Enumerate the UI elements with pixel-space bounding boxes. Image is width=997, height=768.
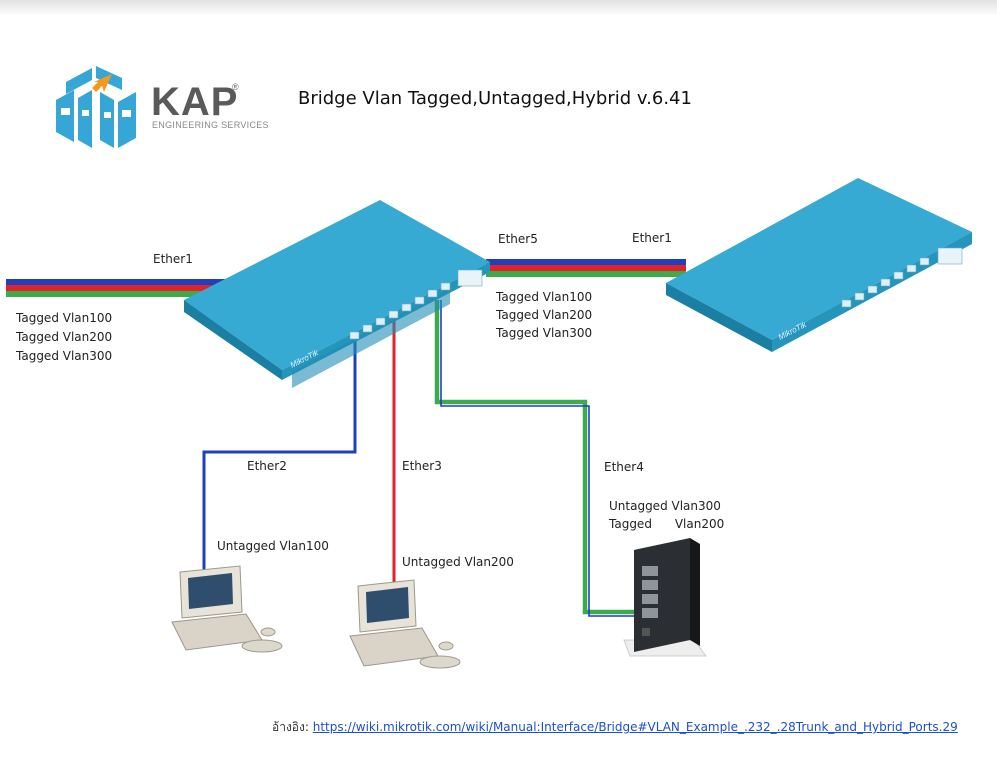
ether4-port-label: Ether4 [604,460,644,474]
reference-prefix: อ้างอิง: [272,720,309,734]
computer-1-icon [171,565,283,653]
logo-name: KAP [151,80,239,124]
ether2-cable [202,312,357,610]
switch-2: MikroTik [666,178,972,352]
middle-trunk-port-a-label: Ether5 [498,232,538,246]
switch-1: MikroTik [184,200,490,388]
page-title: Bridge Vlan Tagged,Untagged,Hybrid v.6.4… [298,88,692,109]
kap-logo-icon [56,66,136,148]
left-trunk-port-label: Ether1 [153,252,193,266]
ether2-port-label: Ether2 [247,459,287,473]
router-icon [623,538,707,657]
computer-2-icon [349,579,461,669]
middle-trunk-vlan300-label: Tagged Vlan300 [496,326,593,340]
left-trunk-vlan200-label: Tagged Vlan200 [16,330,113,344]
reference-link[interactable]: https://wiki.mikrotik.com/wiki/Manual:In… [312,720,958,734]
middle-trunk-vlan100-label: Tagged Vlan100 [496,290,593,304]
ether3-port-label: Ether3 [402,459,442,473]
left-trunk-cable [6,279,226,297]
left-trunk-vlan300-label: Tagged Vlan300 [16,349,113,363]
middle-trunk-vlan200-label: Tagged Vlan200 [496,308,593,322]
middle-trunk-cable [486,259,686,277]
ether4-tagged-label: Tagged Vlan200 [609,517,725,531]
ether3-vlan-label: Untagged Vlan200 [402,555,514,569]
ether2-vlan-label: Untagged Vlan100 [217,539,329,553]
ether4-untagged-label: Untagged Vlan300 [609,499,721,513]
top-bar [0,0,997,14]
middle-trunk-port-b-label: Ether1 [632,231,672,245]
reference: อ้างอิง: https://wiki.mikrotik.com/wiki/… [272,718,958,737]
logo-registered: ® [232,82,239,92]
logo-subtitle: ENGINEERING SERVICES [152,120,269,130]
left-trunk-vlan100-label: Tagged Vlan100 [16,311,113,325]
ether4-cable [434,300,645,617]
